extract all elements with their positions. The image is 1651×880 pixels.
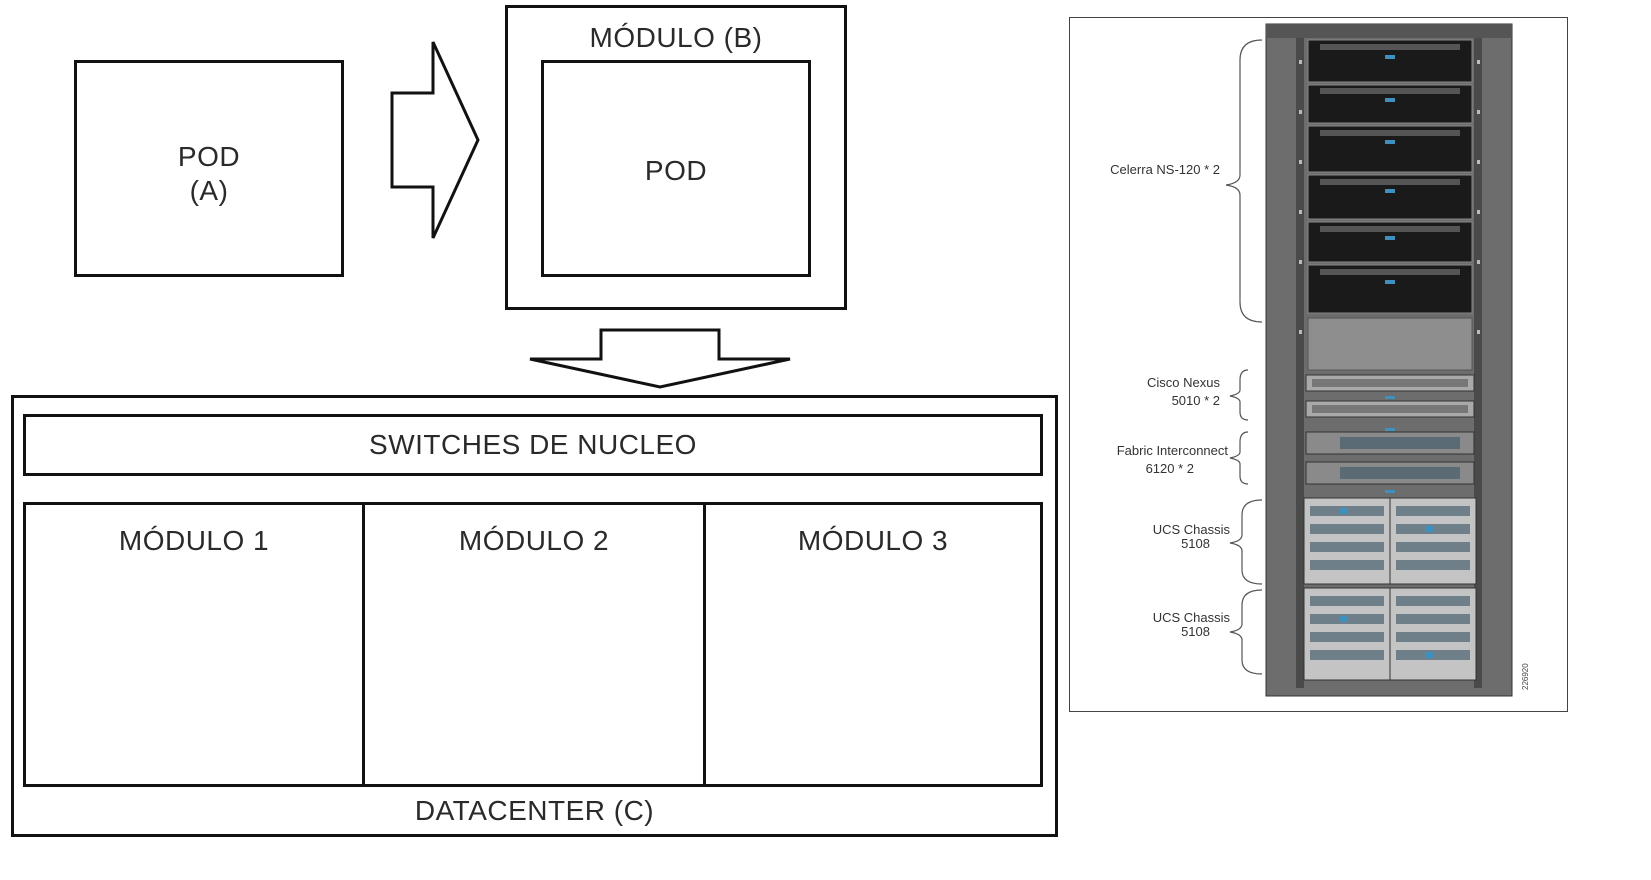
core-switches-label: SWITCHES DE NUCLEO [369, 429, 697, 460]
label-ucs2-2: 5108 [1181, 624, 1210, 639]
braces [1225, 39, 1263, 675]
label-ucs1-1: UCS Chassis [1152, 522, 1230, 537]
module-1-label: MÓDULO 1 [118, 525, 270, 556]
nexus-switches [1305, 374, 1475, 418]
blank-panel [1307, 317, 1473, 371]
label-ucs1-2: 5108 [1181, 536, 1210, 551]
module-title: MÓDULO (B) [589, 22, 763, 53]
pod-subtitle: (A) [189, 175, 229, 206]
rack-right-rail [1474, 38, 1482, 688]
down-arrow [529, 328, 791, 389]
ucs-chassis-2 [1303, 587, 1477, 681]
pod-box: POD (A) [74, 60, 344, 277]
module-1-cell: MÓDULO 1 [23, 502, 365, 787]
label-celerra: Celerra NS-120 * 2 [1110, 162, 1220, 177]
label-fabric-2: 6120 * 2 [1145, 461, 1194, 476]
figure-id: 226920 [1521, 663, 1530, 690]
brace-nexus [1229, 369, 1249, 421]
pod-title: POD [177, 141, 241, 172]
module-2-label: MÓDULO 2 [458, 525, 610, 556]
brace-ucs2 [1229, 589, 1263, 675]
label-nexus-2: 5010 * 2 [1171, 393, 1220, 408]
ucs-chassis-1 [1303, 497, 1477, 585]
label-fabric-1: Fabric Interconnect [1116, 443, 1228, 458]
brace-celerra [1225, 39, 1263, 323]
module-3-cell: MÓDULO 3 [703, 502, 1043, 787]
brace-ucs1 [1229, 499, 1263, 585]
right-arrow [390, 41, 480, 239]
rack-left-rail [1296, 38, 1304, 688]
module-2-cell: MÓDULO 2 [362, 502, 706, 787]
datacenter-footer: DATACENTER (C) [414, 795, 655, 826]
label-nexus-1: Cisco Nexus [1147, 375, 1220, 390]
rail-holes [1299, 60, 1480, 334]
label-ucs2-1: UCS Chassis [1152, 610, 1230, 625]
rack-top-cap [1266, 24, 1512, 38]
module-3-label: MÓDULO 3 [797, 525, 949, 556]
core-switches-box: SWITCHES DE NUCLEO [23, 414, 1043, 476]
fabric-interconnects [1305, 428, 1475, 493]
module-inner-pod: POD [541, 60, 811, 277]
module-inner-pod-label: POD [644, 155, 708, 186]
celerra-units [1307, 39, 1473, 314]
brace-fabric [1229, 431, 1249, 485]
